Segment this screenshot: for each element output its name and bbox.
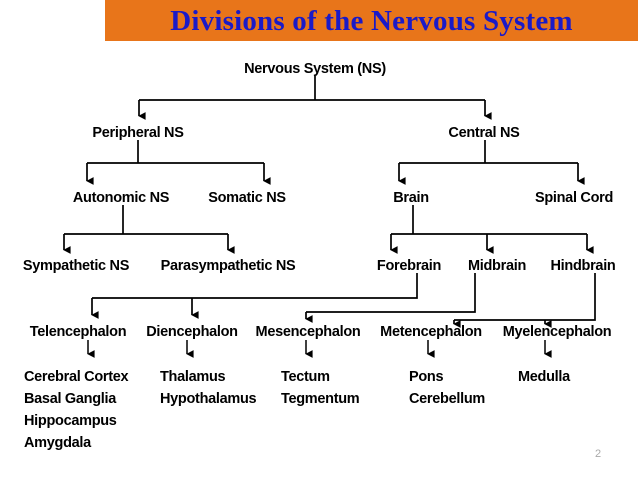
page-title: Divisions of the Nervous System xyxy=(170,5,573,37)
node-metencephalon: Metencephalon xyxy=(380,324,482,340)
leaf-item: Medulla xyxy=(518,369,570,385)
node-myelencephalon: Myelencephalon xyxy=(502,324,612,340)
node-parasympathetic-ns: Parasympathetic NS xyxy=(160,258,296,274)
edge-group-ans-to-level3 xyxy=(63,205,235,254)
edge-group-hindbrain-to-level4 xyxy=(453,273,596,328)
leaf-group-diencephalon-structures: Thalamus Hypothalamus xyxy=(160,366,257,410)
leaf-item: Tegmentum xyxy=(281,391,360,407)
node-hindbrain: Hindbrain xyxy=(550,258,616,274)
node-brain: Brain xyxy=(393,190,429,206)
leaf-item: Cerebral Cortex xyxy=(24,369,129,385)
edge-group-pns-to-level2 xyxy=(86,140,271,185)
node-midbrain: Midbrain xyxy=(467,258,527,274)
page-number: 2 xyxy=(594,448,602,460)
node-diencephalon: Diencephalon xyxy=(146,324,238,340)
leaf-item: Amygdala xyxy=(24,435,91,451)
node-spinal-cord: Spinal Cord xyxy=(534,190,614,206)
edge-midbrain-elbow xyxy=(306,273,476,313)
edge-group-midbrain-to-level4 xyxy=(305,273,476,323)
node-telencephalon: Telencephalon xyxy=(29,324,127,340)
edge-hindbrain-elbow-right xyxy=(545,273,596,321)
edge-group-level4-to-leaves xyxy=(87,340,552,358)
leaf-group-myelencephalon-structures: Medulla xyxy=(518,366,570,388)
node-central-ns: Central NS xyxy=(448,125,520,141)
node-forebrain: Forebrain xyxy=(376,258,442,274)
leaf-item: Hippocampus xyxy=(24,413,117,429)
leaf-group-mesencephalon-structures: Tectum Tegmentum xyxy=(281,366,360,410)
edge-group-forebrain-to-level4 xyxy=(91,273,418,319)
leaf-item: Hypothalamus xyxy=(160,391,257,407)
leaf-item: Basal Ganglia xyxy=(24,391,116,407)
leaf-group-metencephalon-structures: Pons Cerebellum xyxy=(409,366,485,410)
node-sympathetic-ns: Sympathetic NS xyxy=(22,258,130,274)
node-mesencephalon: Mesencephalon xyxy=(255,324,361,340)
edge-group-ns-to-level1 xyxy=(138,76,492,120)
node-nervous-system: Nervous System (NS) xyxy=(244,61,386,77)
edge-group-brain-to-level3 xyxy=(390,205,594,254)
leaf-item: Pons xyxy=(409,369,444,385)
leaf-item: Tectum xyxy=(281,369,330,385)
node-autonomic-ns: Autonomic NS xyxy=(72,190,170,206)
leaf-group-telencephalon-structures: Cerebral Cortex Basal Ganglia Hippocampu… xyxy=(24,366,129,454)
edge-forebrain-elbow xyxy=(92,273,418,299)
leaf-item: Cerebellum xyxy=(409,391,485,407)
edge-group-cns-to-level2 xyxy=(398,140,585,185)
title-banner xyxy=(105,0,638,41)
leaf-item: Thalamus xyxy=(160,369,226,385)
node-somatic-ns: Somatic NS xyxy=(208,190,286,206)
node-peripheral-ns: Peripheral NS xyxy=(92,125,184,141)
